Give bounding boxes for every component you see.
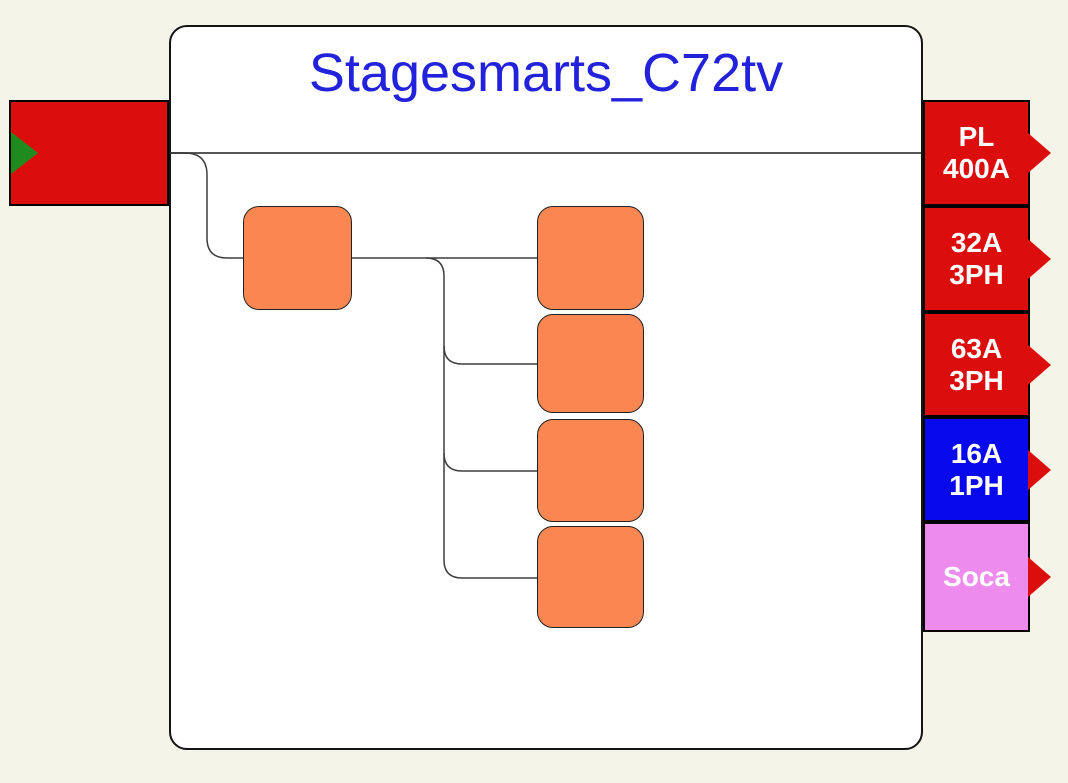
output-label-line2: 3PH xyxy=(949,364,1004,396)
output-arrow-icon xyxy=(1028,133,1051,173)
output-arrow-icon xyxy=(1028,449,1051,490)
device-title: Stagesmarts_C72tv xyxy=(308,43,784,103)
output-connector-pl-400a[interactable]: PL 400A xyxy=(923,100,1051,206)
output-label-line2: 400A xyxy=(943,153,1010,184)
main-breaker-node[interactable] xyxy=(243,206,352,310)
device-panel: Stagesmarts_C72tv xyxy=(169,25,923,750)
breaker-node-1[interactable] xyxy=(537,206,644,310)
output-label-line1: PL xyxy=(958,121,995,152)
output-label-line1: 63A xyxy=(950,332,1003,364)
output-label-line2: 1PH xyxy=(949,469,1004,501)
output-connector-32a-3ph[interactable]: 32A 3PH xyxy=(923,206,1051,312)
breaker-node-4[interactable] xyxy=(537,526,644,628)
mains-input-connector[interactable] xyxy=(9,100,169,206)
input-arrow-icon xyxy=(11,132,38,174)
output-arrow-icon xyxy=(1028,344,1051,385)
output-arrow-icon xyxy=(1028,557,1051,597)
breaker-node-2[interactable] xyxy=(537,314,644,413)
output-label-line1: 16A xyxy=(950,437,1003,469)
output-connector-soca[interactable]: Soca xyxy=(923,522,1051,632)
output-label-line1: Soca xyxy=(943,561,1010,592)
output-connector-63a-3ph[interactable]: 63A 3PH xyxy=(923,312,1051,417)
output-connector-16a-1ph[interactable]: 16A 1PH xyxy=(923,417,1051,522)
output-label-line2: 3PH xyxy=(949,259,1004,290)
output-label-line1: 32A xyxy=(950,227,1003,258)
title-divider xyxy=(171,152,921,154)
output-arrow-icon xyxy=(1028,239,1051,279)
breaker-node-3[interactable] xyxy=(537,419,644,522)
